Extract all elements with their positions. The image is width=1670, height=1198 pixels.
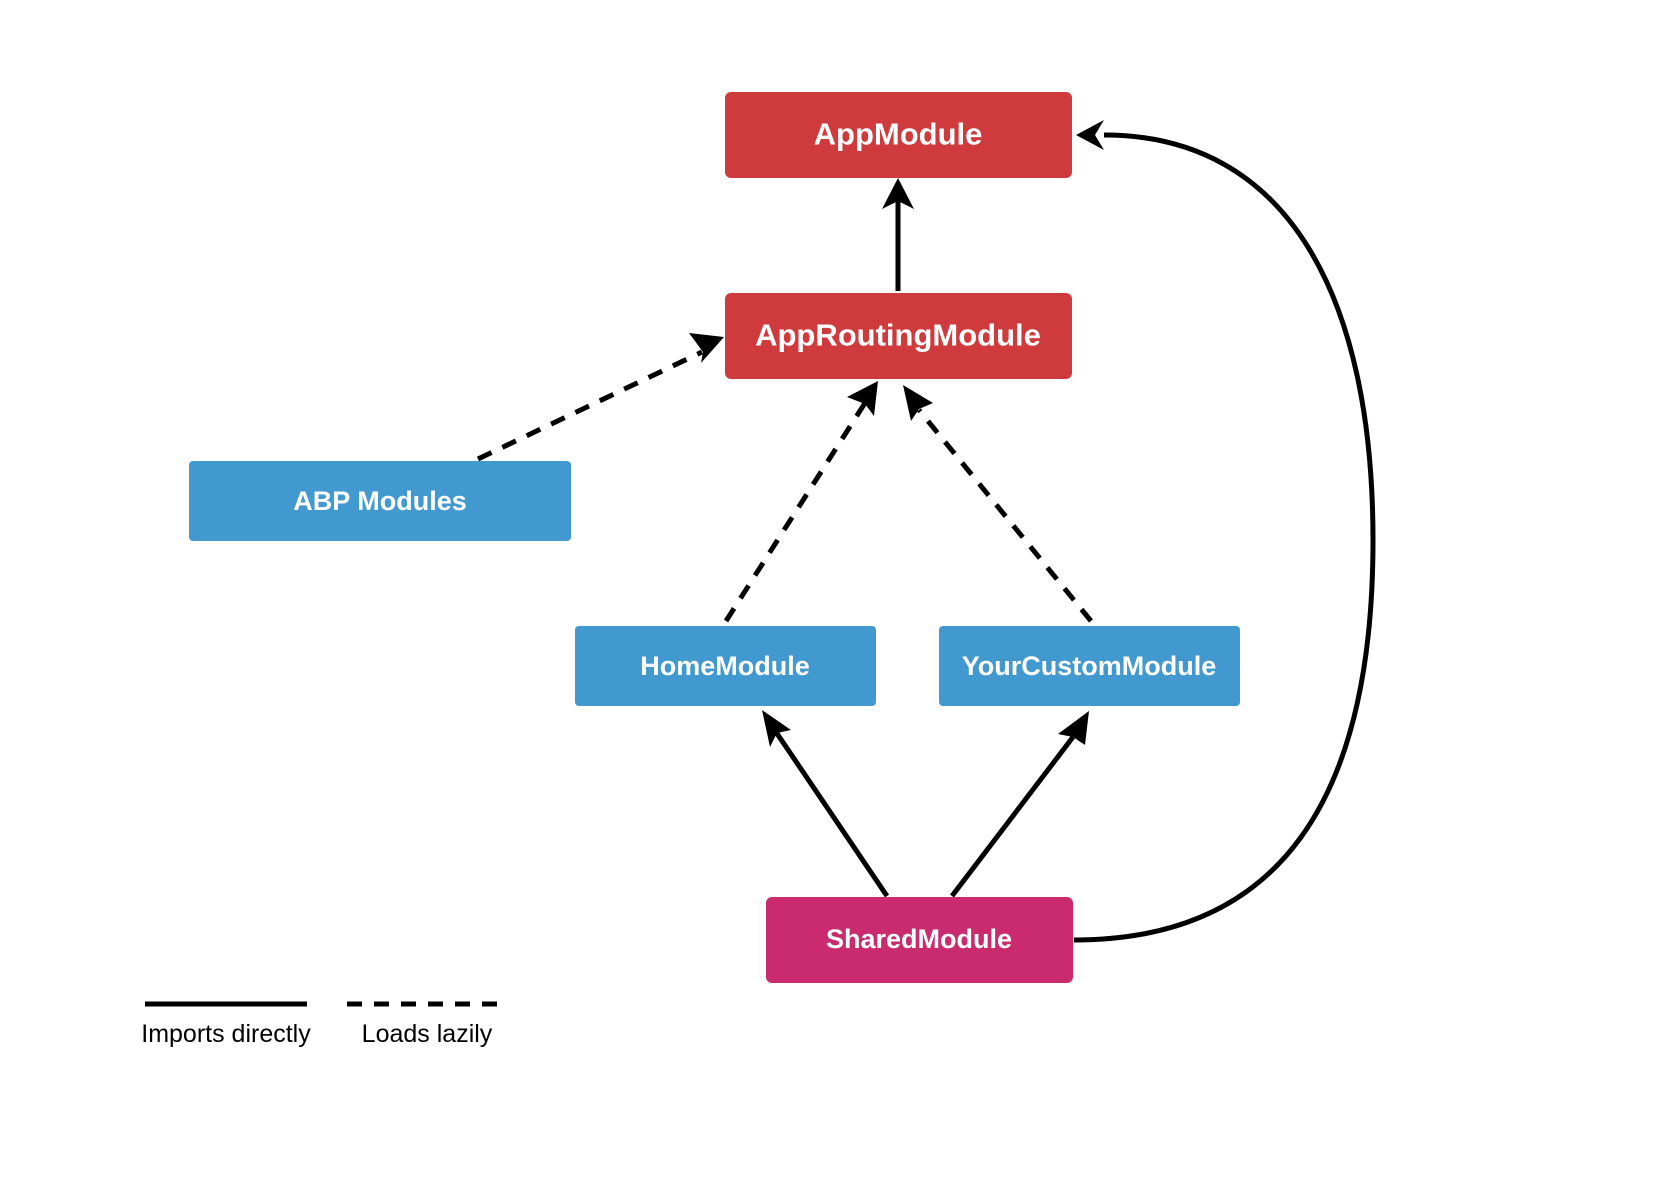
node-shared-module: SharedModule (766, 897, 1073, 983)
node-abp-modules: ABP Modules (189, 461, 571, 541)
legend: Imports directly Loads lazily (141, 1001, 509, 1048)
arrowheads (689, 120, 1104, 747)
home-module-label: HomeModule (640, 651, 810, 681)
arrowhead-approuting-bottom-right (903, 385, 933, 421)
home-module-box (575, 626, 876, 706)
arrowhead-custom-bottom (1058, 711, 1089, 745)
node-home-module: HomeModule (575, 626, 876, 706)
shared-module-box (766, 897, 1073, 983)
shared-module-label: SharedModule (826, 924, 1012, 954)
edge-custom-to-approuting (917, 408, 1093, 623)
legend-solid-label: Imports directly (141, 1020, 311, 1048)
arrowhead-app-bottom (882, 178, 914, 209)
app-routing-module-label: AppRoutingModule (755, 318, 1041, 353)
app-module-label: AppModule (814, 117, 983, 152)
abp-modules-box (189, 461, 571, 541)
node-app-module: AppModule (725, 92, 1072, 178)
abp-modules-label: ABP Modules (293, 486, 467, 516)
edge-home-to-approuting (723, 401, 868, 623)
legend-dashed-label: Loads lazily (362, 1020, 493, 1048)
node-your-custom-module: YourCustomModule (939, 626, 1240, 706)
app-module-box (725, 92, 1072, 178)
arrowhead-approuting-bottom-left (847, 381, 878, 416)
edges (476, 132, 1376, 943)
app-routing-module-box (725, 293, 1072, 379)
arrowhead-app-right (1076, 120, 1104, 150)
your-custom-module-box (939, 626, 1240, 706)
edge-abp-to-approuting (476, 349, 704, 462)
arrowhead-home-bottom (762, 710, 791, 747)
node-app-routing-module: AppRoutingModule (725, 293, 1072, 379)
edge-shared-to-app (1073, 132, 1376, 943)
edge-shared-to-home (773, 730, 890, 898)
edge-shared-to-custom (950, 735, 1075, 898)
your-custom-module-label: YourCustomModule (962, 651, 1216, 681)
arrowhead-approuting-left (689, 333, 724, 363)
